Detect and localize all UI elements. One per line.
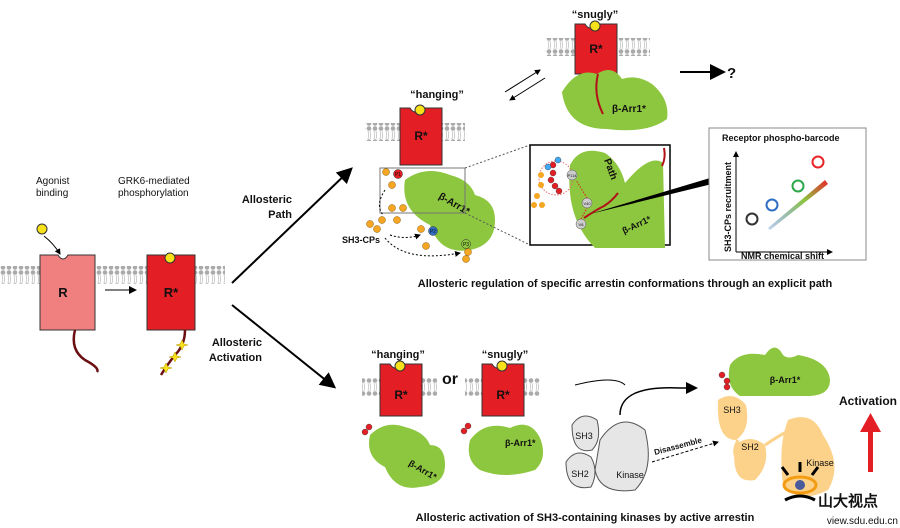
- receptor-tail: [72, 329, 99, 373]
- activation-label: Activation: [839, 394, 897, 408]
- sh3-cps-label: SH3-CPs: [342, 235, 380, 245]
- agonist-icon: [394, 360, 406, 372]
- active-kinase: SH3 SH2 Kinase β-Arr1*: [717, 347, 835, 497]
- hanging-label: “hanging”: [410, 89, 464, 101]
- watermark-logo: 山大视点 view.sdu.edu.cn: [780, 462, 898, 527]
- arrestin-label: β-Arr1*: [770, 375, 801, 385]
- receptor-label: R*: [589, 42, 603, 56]
- arrestin-blob: [468, 424, 544, 475]
- sh2-label: SH2: [741, 442, 759, 452]
- barcode-circle: [745, 212, 759, 226]
- hanging-label: “hanging”: [371, 349, 425, 361]
- p3-label: P3: [463, 242, 469, 248]
- top-caption: Allosteric regulation of specific arrest…: [418, 278, 833, 290]
- barcode-plot: Receptor phospho-barcode NMR chemical sh…: [708, 127, 867, 261]
- zoom-line: [464, 144, 531, 169]
- path-inset: P114 V40 V8 Path β-Arr1*: [529, 144, 712, 248]
- p2-icon: [428, 226, 438, 236]
- arrestin-blob: [404, 171, 495, 251]
- receptor-label: R*: [164, 285, 179, 300]
- agonist-icon: [36, 223, 48, 235]
- snugly-label: “snugly”: [572, 9, 618, 21]
- dotted-arrow: [384, 237, 461, 257]
- question-mark: ?: [727, 65, 736, 82]
- arrestin-blob: [562, 70, 668, 131]
- dotted-arrow: [389, 233, 421, 240]
- p1-label: P1: [395, 172, 401, 178]
- watermark-url: view.sdu.edu.cn: [827, 516, 898, 527]
- snugly-label: “snugly”: [482, 349, 528, 361]
- zoom-region: [379, 167, 466, 214]
- agonist-icon: [496, 360, 508, 372]
- bottom-caption: Allosteric activation of SH3-containing …: [416, 512, 755, 524]
- arrestin-blob: [728, 347, 830, 396]
- zoom-line: [464, 212, 531, 246]
- pointer-wedge: [590, 178, 712, 214]
- p3-icon: [461, 239, 471, 249]
- plot-title: Receptor phospho-barcode: [722, 133, 840, 143]
- transition-arrow: [619, 382, 698, 416]
- y-axis-label: SH3-CPs recruitment: [723, 162, 733, 252]
- shift-gradient: [768, 180, 828, 230]
- p1-icon: [393, 169, 403, 179]
- arrestin-blob: [369, 424, 445, 488]
- sh3-cp-dots: [366, 168, 472, 263]
- residue-label: V8: [579, 222, 585, 227]
- path-arrows: [575, 179, 588, 220]
- residue-label: V40: [583, 201, 591, 206]
- allosteric-path-arrow: [231, 167, 353, 284]
- agonist-icon: [589, 20, 601, 32]
- kinase-label: Kinase: [616, 470, 644, 480]
- receptor-label: R*: [414, 129, 428, 143]
- arrestin-blob: [569, 150, 665, 248]
- binding-arrow: [43, 235, 61, 255]
- sh2-label: SH2: [571, 469, 589, 479]
- snugly-state: “snugly” R* β-Arr1* ?: [545, 9, 736, 131]
- barcode-circle: [811, 155, 825, 169]
- hanging-state: “hanging” R* β-Arr1* P1 P2 P3 SH3-CPs: [342, 89, 531, 263]
- receptor-inactive: [39, 254, 96, 331]
- arrestin-label: β-Arr1*: [612, 104, 646, 115]
- curve: [574, 379, 626, 386]
- agonist-icon: [414, 104, 426, 116]
- agonist-icon: [164, 252, 176, 264]
- inactive-kinase: SH3 SH2 Kinase: [565, 415, 649, 492]
- kinase-label: Kinase: [806, 458, 834, 468]
- bottom-receptors: “hanging” or “snugly” R* R* β-Arr1* β-Ar…: [361, 349, 544, 488]
- receptor-label: R: [58, 285, 68, 300]
- equilibrium-arrows: [504, 69, 546, 101]
- receptor-label: R*: [394, 388, 408, 402]
- p2-label: P2: [430, 229, 436, 235]
- phosphate-star-icons: [159, 339, 189, 374]
- x-axis-label: NMR chemical shift: [741, 251, 824, 261]
- receptor-label: R*: [496, 388, 510, 402]
- sh3-label: SH3: [575, 431, 593, 441]
- watermark-text: 山大视点: [818, 492, 878, 510]
- residue-label: P114: [567, 173, 577, 178]
- barcode-circle: [765, 198, 779, 212]
- dotted-arrow: [379, 189, 386, 216]
- activation-arrow: [860, 413, 881, 472]
- allosteric-activation-arrow: [231, 304, 337, 389]
- or-label: or: [442, 371, 458, 388]
- disassemble-arrow: [651, 440, 719, 463]
- phospho-tail: [595, 73, 604, 115]
- sh3-label: SH3: [723, 405, 741, 415]
- barcode-circle: [791, 179, 805, 193]
- arrestin-label: β-Arr1*: [505, 438, 536, 448]
